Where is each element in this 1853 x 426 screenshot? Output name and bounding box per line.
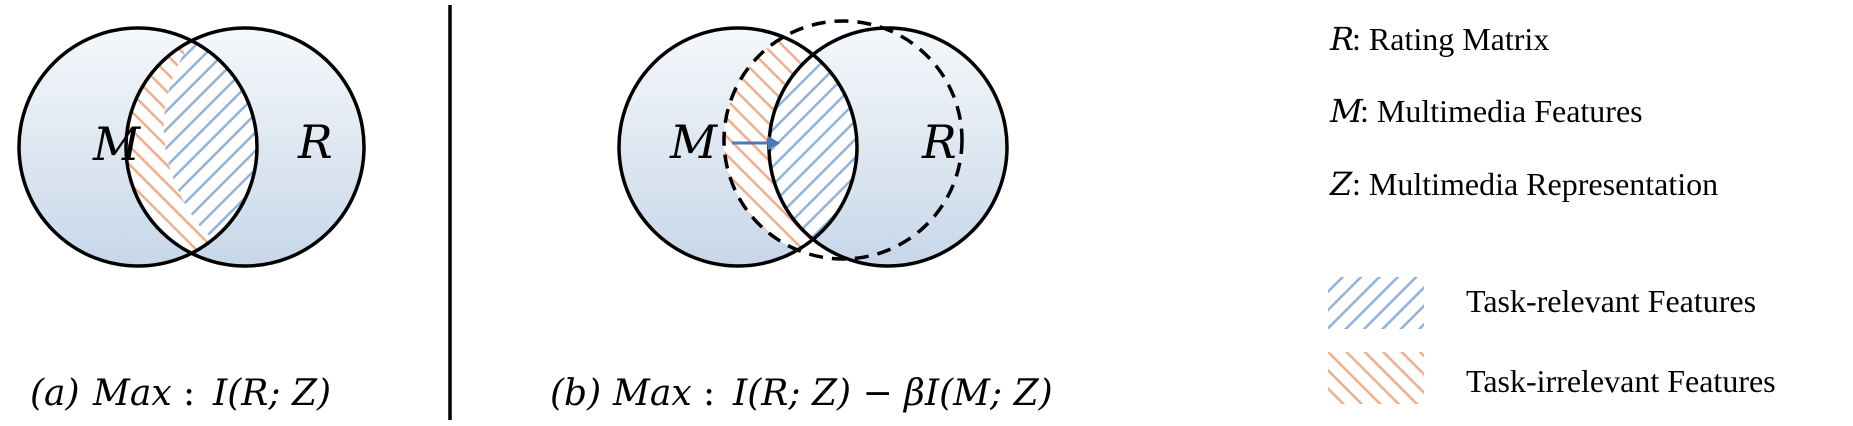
panel-b-caption-tag: (b) <box>550 373 601 414</box>
panel-b-arrowhead <box>768 136 780 150</box>
legend-def-r: R : Rating Matrix <box>1329 20 1549 58</box>
legend-irrelevant-swatch <box>1328 352 1424 404</box>
panel-b-caption-max: Max <box>612 373 692 414</box>
panel-a-caption-expr: I(R; Z) <box>212 373 331 414</box>
legend: R : Rating Matrix M : Multimedia Feature… <box>1328 20 1776 404</box>
panel-b-caption: (b) Max : I(R; Z) − βI(M; Z) <box>550 373 1053 414</box>
panel-a-caption-tag: (a) <box>30 373 80 414</box>
panel-a-caption-colon: : <box>183 373 195 414</box>
panel-a-venn <box>17 26 366 268</box>
legend-def-z: Z : Multimedia Representation <box>1329 165 1718 203</box>
legend-relevant-label: Task-relevant Features <box>1466 283 1756 319</box>
legend-relevant-swatch <box>1328 277 1424 329</box>
panel-b-caption-colon: : <box>703 373 715 414</box>
panel-b-label-m: M <box>669 115 719 169</box>
legend-def-m: M : Multimedia Features <box>1329 92 1643 130</box>
panel-a-label-m: M <box>92 117 142 171</box>
legend-def-symbol: M <box>1329 92 1364 130</box>
legend-def-text: : Rating Matrix <box>1352 21 1549 57</box>
legend-def-symbol: R <box>1329 20 1354 58</box>
legend-def-text: : Multimedia Features <box>1360 93 1643 129</box>
panel-a-relevant-region <box>163 30 257 260</box>
panel-b-venn <box>617 19 1009 268</box>
legend-def-text: : Multimedia Representation <box>1352 166 1718 202</box>
panel-a-caption-max: Max <box>92 373 172 414</box>
panel-b-dashed-circle <box>722 19 964 261</box>
panel-a-caption: (a) Max : I(R; Z) <box>30 373 331 414</box>
panel-b-label-r: R <box>921 115 957 169</box>
panel-b-relevant-region <box>769 28 857 266</box>
legend-def-symbol: Z <box>1329 165 1353 203</box>
panel-b-caption-expr: I(R; Z) − βI(M; Z) <box>732 373 1053 414</box>
legend-irrelevant-label: Task-irrelevant Features <box>1466 363 1776 399</box>
panel-a-label-r: R <box>297 115 333 169</box>
